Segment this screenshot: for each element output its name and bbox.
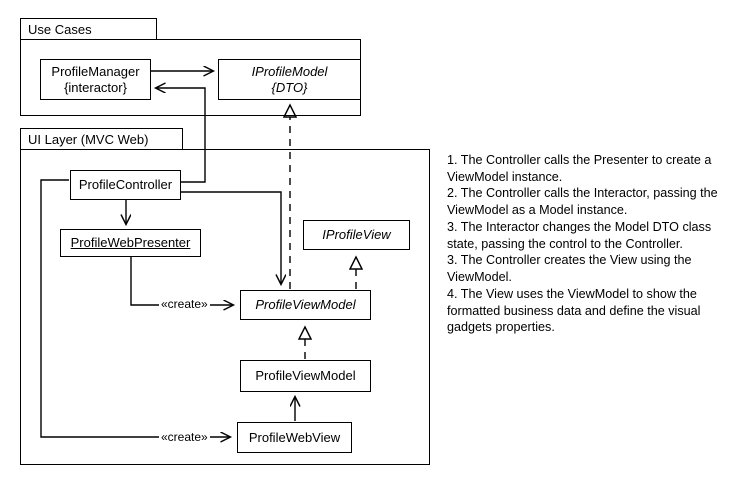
class-box-profile-view-model[interactable]: ProfileViewModel (240, 360, 371, 392)
class-name-profile-view-model-abstract: ProfileViewModel (255, 297, 356, 313)
package-label-ui-layer: UI Layer (MVC Web) (28, 131, 149, 147)
class-name-profile-web-view: ProfileWebView (248, 429, 341, 445)
class-name-profile-controller: ProfileController (78, 177, 173, 193)
edge-label-create-view: «create» (159, 431, 210, 443)
class-name-iprofile-view: IProfileView (322, 227, 391, 243)
class-stereotype-iprofile-model: {DTO} (271, 79, 308, 95)
edge-label-create-presenter: «create» (159, 298, 210, 310)
class-name-profile-view-model: ProfileViewModel (255, 368, 356, 384)
class-box-profile-manager[interactable]: ProfileManager {interactor} (40, 59, 151, 100)
class-box-iprofile-model[interactable]: IProfileModel {DTO} (218, 59, 361, 100)
package-tab-ui-layer: UI Layer (MVC Web) (20, 128, 183, 150)
class-name-profile-web-presenter: ProfileWebPresenter (70, 235, 191, 251)
sequence-notes-panel: 1. The Controller calls the Presenter to… (447, 153, 718, 335)
package-tab-use-cases: Use Cases (20, 18, 157, 40)
package-label-use-cases: Use Cases (28, 21, 92, 37)
class-name-profile-manager: ProfileManager (51, 64, 140, 80)
create-label-text-2: «create» (161, 430, 208, 444)
class-box-profile-web-presenter[interactable]: ProfileWebPresenter (60, 229, 201, 257)
package-body-ui-layer (20, 149, 430, 465)
class-name-iprofile-model: IProfileModel (251, 64, 328, 80)
class-box-profile-web-view[interactable]: ProfileWebView (237, 422, 352, 453)
class-box-profile-view-model-abstract[interactable]: ProfileViewModel (240, 290, 371, 320)
create-label-text-1: «create» (161, 297, 208, 311)
class-box-iprofile-view[interactable]: IProfileView (303, 220, 410, 250)
class-stereotype-profile-manager: {interactor} (64, 79, 127, 95)
class-box-profile-controller[interactable]: ProfileController (70, 170, 181, 200)
